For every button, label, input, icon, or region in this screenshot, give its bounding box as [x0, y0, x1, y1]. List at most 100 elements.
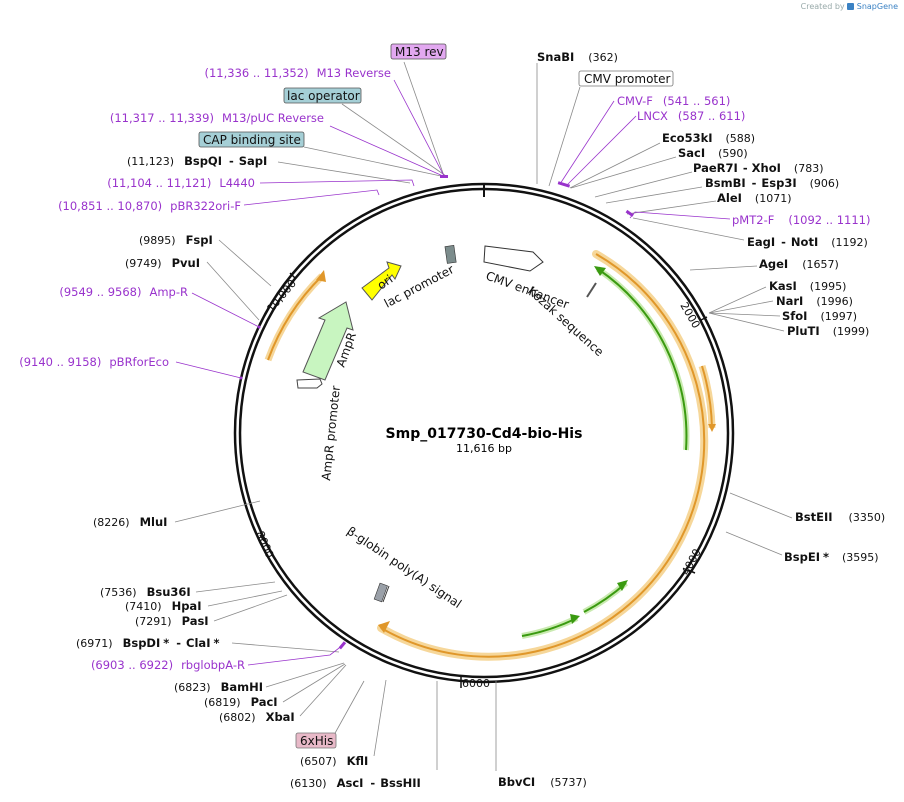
- enzyme-pluti: PluTI(1999): [787, 324, 869, 338]
- primer-pmt2: pMT2-F(1092 .. 1111): [732, 213, 870, 227]
- leader-bamhi: [265, 662, 345, 688]
- enzyme-asci-bsshii: (6130)AscI-BssHII: [290, 776, 421, 790]
- leader-paer7i: [594, 171, 693, 198]
- enzyme-bspqi-sapi: (11,123)BspQI-SapI: [127, 154, 267, 168]
- cmv-enhancer-arrow: [483, 245, 544, 272]
- primer-mark-pbrfor: [239, 376, 243, 380]
- leader-l4440: [259, 179, 415, 187]
- leader-hpai: [207, 590, 283, 607]
- ampr-arrow: [302, 301, 354, 381]
- tick-mark-2000: [700, 316, 708, 321]
- watermark-brand: SnapGene: [856, 2, 898, 11]
- enzyme-eco53ki: Eco53kI(588): [662, 131, 755, 145]
- primer-mark-pmt2: [625, 209, 634, 217]
- leader-m13reverse: [393, 79, 445, 177]
- green-arrow-upper-head: [594, 266, 606, 276]
- enzyme-hpai: (7410)HpaI: [125, 599, 201, 613]
- leader-alei: [626, 200, 717, 215]
- leader-pasi: [213, 594, 288, 622]
- box-lac-operator-label: lac operator: [287, 89, 360, 103]
- ampr-promoter-arrow: [296, 378, 323, 389]
- leader-paci: [282, 663, 346, 703]
- box-m13rev: [390, 43, 447, 60]
- leader-sfoi: [708, 312, 781, 317]
- enzyme-alei: AleI(1071): [717, 191, 792, 205]
- box-m13rev-label: M13 rev: [395, 45, 444, 59]
- box-cmv-promoter-label: CMV promoter: [584, 72, 671, 86]
- leader-agei: [689, 265, 758, 271]
- tick-label-8000: 8000: [253, 529, 276, 560]
- leader-bsmbi: [605, 186, 703, 204]
- box-6xhis: [295, 732, 337, 749]
- green-arrow-lower-1: [521, 615, 579, 639]
- orf-left-head: [316, 270, 326, 282]
- leader-lac-operator: [341, 103, 447, 177]
- primer-rbglob: (6903 .. 6922)rbglobpA-R: [91, 658, 245, 672]
- leader-pmt2: [629, 211, 731, 220]
- leader-pvui: [206, 261, 260, 321]
- lac-promoter-mark: [444, 245, 457, 264]
- leader-mlui: [174, 500, 261, 523]
- tick-mark-4000: [687, 569, 696, 574]
- leader-fspi: [218, 239, 272, 287]
- leader-pbrfor: [175, 361, 242, 379]
- green-arrow-lower-2-head: [617, 580, 628, 591]
- leader-ampr: [191, 292, 260, 328]
- leader-cap: [303, 146, 442, 177]
- tick-label-4000: 4000: [679, 547, 704, 578]
- enzyme-bsteii: BstEII(3350): [795, 510, 885, 524]
- primer-ampr: (9549 .. 9568)Amp-R: [59, 285, 188, 299]
- enzyme-bsu36i: (7536)Bsu36I: [100, 585, 191, 599]
- primer-pbr322: (10,851 .. 10,870)pBR322ori-F: [58, 199, 241, 213]
- leader-pluti: [708, 312, 785, 332]
- orf-arrowhead: [378, 621, 390, 633]
- leader-bsu36i: [195, 581, 276, 593]
- enzyme-bbvci: BbvCI(5737): [498, 775, 587, 789]
- leader-eagi: [632, 217, 745, 241]
- bglobin-polya-label: β-globin poly(A) signal: [344, 524, 464, 611]
- orf-halo: [377, 250, 709, 661]
- leader-bspdi: [231, 642, 340, 653]
- leader-m13rev: [403, 61, 445, 177]
- leader-lncx: [565, 115, 637, 187]
- tick-mark-10000: [289, 272, 296, 279]
- bglobin-tick-mark: [382, 585, 390, 603]
- enzyme-bspdi-clai: (6971)BspDI*-ClaI*: [76, 636, 219, 650]
- ampr-promoter-label: AmpR promoter: [319, 385, 343, 481]
- enzyme-xbai: (6802)XbaI: [219, 710, 295, 724]
- primer-mark-rbglob: [338, 641, 347, 650]
- leader-nari: [708, 300, 774, 314]
- box-cmv-promoter: [578, 70, 674, 87]
- enzyme-kasi: KasI(1995): [769, 279, 846, 293]
- snapgene-watermark: Created by SnapGene: [801, 2, 898, 11]
- leader-rbglob: [247, 644, 344, 666]
- enzyme-mlui: (8226)MluI: [93, 515, 167, 529]
- primer-cmvf: CMV-F(541 .. 561): [617, 94, 730, 108]
- primer-pbrfor: (9140 .. 9158)pBRforEco: [19, 355, 169, 369]
- tick-label-6000: 6000: [462, 677, 490, 690]
- leader-m13puc: [329, 125, 444, 177]
- enzyme-saci: SacI(590): [678, 146, 748, 160]
- kozak-mark: [586, 282, 597, 298]
- bglobin-polya-mark: [373, 582, 388, 603]
- box-cap-label: CAP binding site: [203, 133, 301, 147]
- leader-bsteii: [729, 492, 793, 519]
- leader-xbai: [299, 664, 347, 717]
- enzyme-pasi: (7291)PasI: [135, 614, 209, 628]
- enzyme-pvui: (9749)PvuI: [125, 256, 200, 270]
- enzyme-nari: NarI(1996): [776, 294, 853, 308]
- ori-arrow: [361, 261, 402, 301]
- kozak-label: Kozak sequence: [525, 284, 606, 359]
- leader-bspqi: [277, 161, 411, 184]
- leader-saci: [570, 156, 677, 189]
- green-arrow-upper: [596, 266, 690, 451]
- leader-eco53ki: [569, 142, 661, 189]
- orf-arrow: [380, 253, 706, 658]
- plasmid-length: 11,616 bp: [456, 442, 512, 455]
- enzyme-kfli: (6507)KflI: [300, 754, 368, 768]
- primer-m13reverse: (11,336 .. 11,352)M13 Reverse: [204, 66, 391, 80]
- plasmid-name: Smp_017730-Cd4-bio-His: [386, 426, 583, 442]
- leader-kasi: [708, 286, 767, 314]
